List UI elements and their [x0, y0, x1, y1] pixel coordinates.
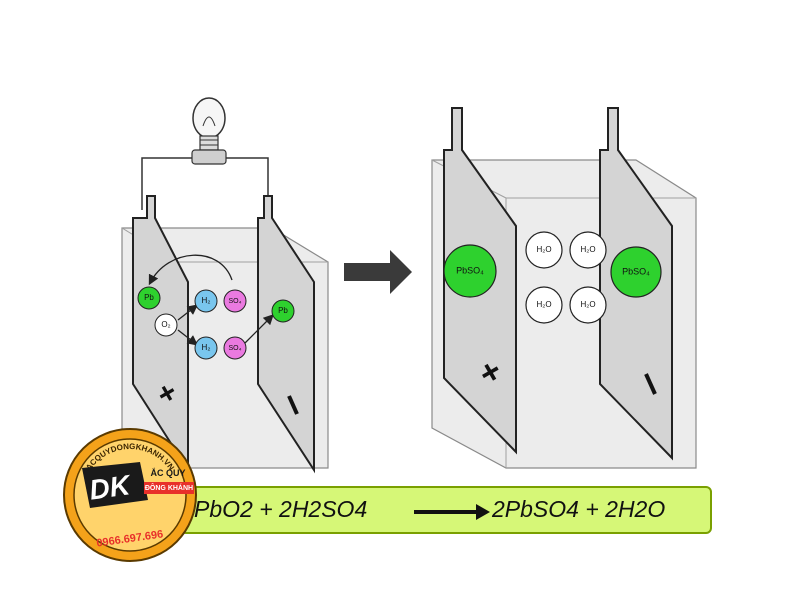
o2-label: O₂: [161, 320, 170, 329]
logo-initials: DK: [87, 469, 133, 506]
reaction-arrow-so4-pb: [243, 314, 274, 345]
so4-label-top: SO₄: [229, 298, 242, 305]
h2o-particle-1: [525, 231, 563, 269]
equation-reactants: PbO2 + 2H2SO4: [194, 496, 368, 522]
reaction-arrow-curve: [148, 254, 233, 286]
reaction-arrow-o2-h2-top: [177, 304, 199, 321]
pbso4-label-left: PbSO₄: [456, 265, 484, 275]
pb-label-left: Pb: [144, 293, 154, 302]
h2-label-bottom: H₂: [202, 343, 211, 352]
light-bulb-icon: [191, 97, 227, 165]
o2-particle: [154, 313, 178, 337]
h2o-label-4: H₂O: [580, 300, 595, 309]
logo-brand-line2: ĐÔNG KHÁNH: [145, 483, 193, 492]
wire-right: [224, 157, 269, 210]
h2o-particle-4: [569, 286, 607, 324]
pbso4-label-right: PbSO₄: [622, 266, 650, 276]
pb-particle-left: [137, 286, 161, 310]
so4-label-bottom: SO₄: [229, 345, 242, 352]
h2o-particle-3: [525, 286, 563, 324]
right-battery-cell: + PbSO₄ PbSO₄ H₂O H₂O H₂O H₂O: [431, 107, 697, 469]
h2-label-top: H₂: [202, 296, 211, 305]
right-cell-plate-mark-negative: [644, 373, 657, 395]
h2-particle-top: [194, 289, 218, 313]
transition-arrow-icon: [344, 250, 412, 294]
so4-particle-top: [223, 289, 247, 313]
pbso4-particle-left: [443, 244, 497, 298]
so4-particle-bottom: [223, 336, 247, 360]
h2o-label-3: H₂O: [536, 300, 551, 309]
right-plate-negative: [257, 195, 315, 474]
plate-mark-negative: [287, 395, 299, 415]
pb-label-right: Pb: [278, 306, 288, 315]
equation-arrow-icon: [414, 504, 490, 520]
reaction-arrow-o2-h2-bottom: [177, 329, 199, 346]
equation-products: 2PbSO4 + 2H2O: [492, 496, 666, 522]
h2-particle-bottom: [194, 336, 218, 360]
pb-particle-right: [271, 299, 295, 323]
brand-logo: ACQUYDONGKHANH.VN DK ẮC QUY ĐÔNG KHÁNH 0…: [63, 428, 197, 562]
h2o-label-1: H₂O: [536, 245, 551, 254]
left-battery-cell: + Pb Pb O₂ H₂ H₂ SO₄ SO₄: [121, 97, 329, 474]
h2o-label-2: H₂O: [580, 245, 595, 254]
pbso4-particle-right: [610, 246, 662, 298]
h2o-particle-2: [569, 231, 607, 269]
equation-banner: PbO2 + 2H2SO4 2PbSO4 + 2H2O: [180, 486, 712, 534]
wire-left: [141, 157, 194, 210]
logo-brand-line1: ẮC QUY: [150, 468, 185, 478]
